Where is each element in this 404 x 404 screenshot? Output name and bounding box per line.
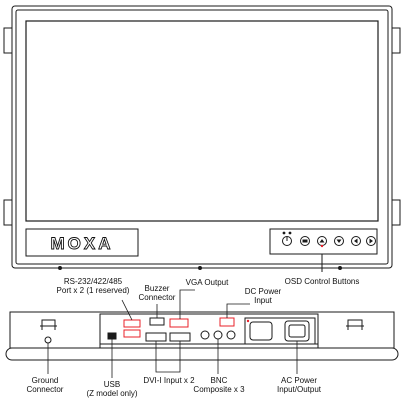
dc-power-input: [219, 317, 235, 327]
ground-connector-label: Ground Connector: [20, 376, 70, 394]
serial-leader: [121, 299, 133, 321]
dc-power-label-line1: DC Power: [244, 287, 282, 296]
leader-dot: [320, 244, 324, 248]
rear-view: [5, 311, 399, 361]
bnc-composite-label: BNC Composite x 3: [190, 376, 248, 394]
dvi-input-label: DVI-I Input x 2: [143, 376, 195, 385]
serial-port-label: RS-232/422/485 Port x 2 (1 reserved): [48, 277, 138, 295]
bnc-label-line2: Composite x 3: [193, 385, 245, 394]
osd-control-buttons-label: OSD Control Buttons: [284, 277, 360, 286]
dc-power-label-line2: Input: [254, 296, 272, 305]
ground-screw: [44, 336, 52, 344]
rear-lip: [5, 347, 399, 361]
usb-label-line1: USB: [103, 380, 121, 389]
vga-output-label: VGA Output: [185, 278, 229, 287]
rear-chassis: [9, 311, 395, 349]
ac-power-label-line2: Input/Output: [276, 385, 322, 394]
ac-power-label: AC Power Input/Output: [272, 376, 326, 394]
power-icon[interactable]: [282, 236, 292, 246]
io-panel: [99, 313, 319, 349]
mount-tab: [3, 199, 13, 226]
logo-box: [25, 228, 139, 257]
ac-power-label-line1: AC Power: [280, 376, 317, 385]
osd-button-panel: [269, 228, 378, 255]
bnc-label-line1: BNC: [210, 376, 228, 385]
mount-tab: [391, 199, 401, 226]
serial-port: [123, 329, 141, 338]
vga-leader: [179, 289, 195, 319]
bnc-connector: [226, 330, 236, 340]
serial-port: [123, 319, 141, 328]
buzzer-connector: [149, 317, 165, 326]
left-icon[interactable]: [351, 236, 361, 246]
down-icon[interactable]: [334, 236, 344, 246]
ac-power-dot: [246, 319, 250, 323]
dvi-port: [169, 332, 191, 342]
mount-tab: [391, 27, 401, 54]
bnc-connector: [213, 330, 223, 340]
buzzer-label-line1: Buzzer: [144, 284, 170, 293]
screw: [338, 266, 342, 270]
serial-port-label-line1: RS-232/422/485: [63, 277, 123, 286]
monitor-inner-frame: [15, 9, 389, 265]
dvi-leader: [155, 341, 181, 373]
mount-tab: [3, 27, 13, 54]
buzzer-label-line2: Connector: [138, 293, 176, 302]
menu-icon[interactable]: [300, 236, 310, 246]
serial-port-label-line2: Port x 2 (1 reserved): [56, 286, 130, 295]
vga-port: [169, 318, 189, 328]
dvi-port: [145, 332, 167, 342]
osd-led: [282, 231, 286, 235]
ac-socket: [249, 321, 273, 341]
dc-leader: [226, 303, 250, 318]
bnc-connector: [200, 330, 210, 340]
usb-label-line2: (Z model only): [86, 389, 138, 398]
screw: [198, 266, 202, 270]
monitor-screen: [25, 20, 379, 222]
moxa-logo: MOXA: [51, 234, 114, 253]
buzzer-label: Buzzer Connector: [132, 284, 182, 302]
ac-power-box: [244, 317, 316, 345]
leader-lines: [47, 289, 298, 378]
usb-label: USB (Z model only): [80, 380, 144, 398]
handle: [40, 319, 57, 330]
screw: [58, 266, 62, 270]
osd-buttons: [282, 231, 376, 272]
ground-label-line2: Connector: [26, 385, 64, 394]
usb-port: [107, 332, 117, 340]
up-icon[interactable]: [317, 236, 327, 246]
front-view: [3, 5, 401, 270]
osd-led: [288, 231, 292, 235]
handle: [346, 319, 364, 330]
dc-power-label: DC Power Input: [238, 287, 288, 305]
right-icon[interactable]: [366, 236, 376, 246]
ground-label-line1: Ground: [31, 376, 59, 385]
